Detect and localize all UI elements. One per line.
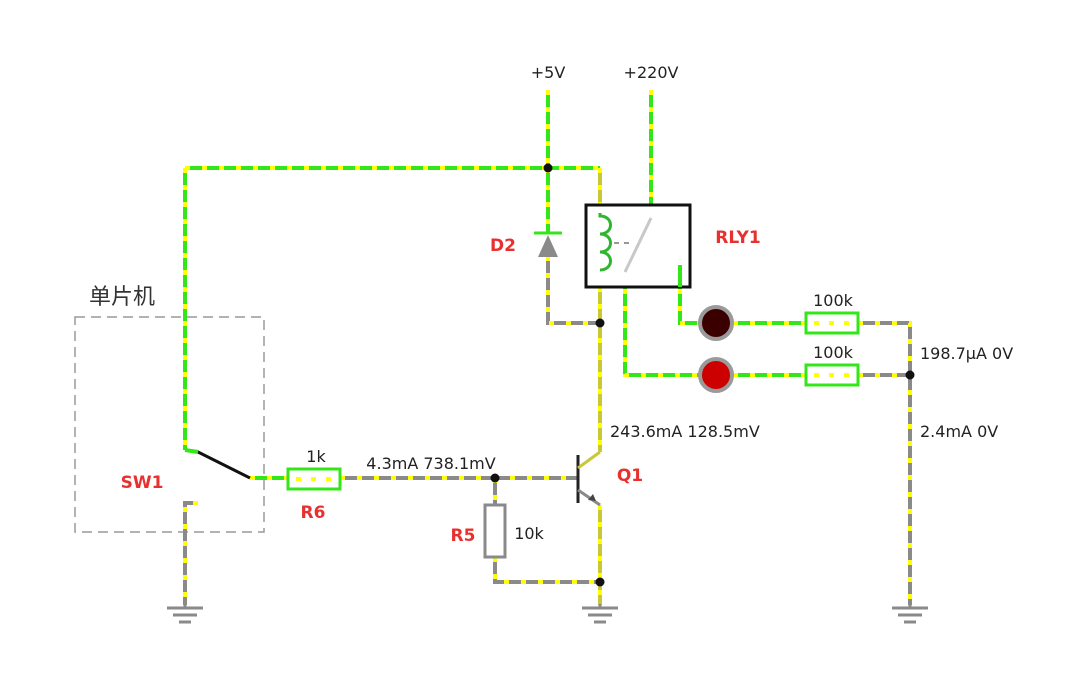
wire-relay-nc-contact-current-dots <box>623 272 699 377</box>
wire-res-top-return-current-dots <box>858 321 912 605</box>
led-top[interactable] <box>698 305 734 341</box>
junction-led-return <box>905 370 915 380</box>
supply-5v-label: +5V <box>531 63 566 82</box>
transistor-collector <box>577 450 601 470</box>
led-resistor-top-value: 100k <box>813 291 854 310</box>
relay-coil <box>598 213 612 272</box>
rly1-label: RLY1 <box>715 228 760 248</box>
ground-icon <box>582 604 618 624</box>
readout-base-branch: 4.3mA 738.1mV <box>366 454 495 473</box>
mcu-box-title: 单片机 <box>89 285 155 310</box>
transistor-q1[interactable] <box>576 450 601 507</box>
relay-rly1[interactable] <box>584 203 692 289</box>
readout-return-wire: 2.4mA 0V <box>920 422 998 441</box>
mcu-dashed-box[interactable] <box>74 316 265 533</box>
readout-collector: 243.6mA 128.5mV <box>610 422 760 441</box>
readout-led-branch: 198.7μA 0V <box>920 344 1013 363</box>
resistor-r5[interactable] <box>483 503 507 559</box>
junction-coil-diode <box>595 318 605 328</box>
led-bottom[interactable] <box>698 357 734 393</box>
wire-r5-bottom-current-dots <box>493 557 600 584</box>
transistor-emitter <box>577 488 601 507</box>
wire-relay-no-contact-current-dots <box>678 272 699 325</box>
diode-d2-triangle[interactable] <box>538 235 558 257</box>
ground-icon <box>892 604 928 624</box>
switch-stub-top <box>184 448 199 454</box>
sw1-label: SW1 <box>121 473 164 493</box>
wire-sw1-ground <box>183 501 198 605</box>
transistor-emitter-arrow <box>588 494 596 501</box>
ground-icon <box>167 604 203 624</box>
led-resistor-bottom-value: 100k <box>813 343 854 362</box>
d2-label: D2 <box>490 236 516 256</box>
switch-sw1[interactable] <box>184 448 251 480</box>
r5-value: 10k <box>514 524 544 543</box>
wire-sw1-ground-current-dots <box>183 501 198 605</box>
junction-base-r5 <box>490 473 500 483</box>
r6-value: 1k <box>306 447 326 466</box>
resistor-r6[interactable] <box>286 467 342 491</box>
wire-res-top-return <box>858 321 912 605</box>
switch-lever[interactable] <box>195 449 251 480</box>
r6-label: R6 <box>301 503 326 523</box>
supply-220v-label: +220V <box>624 63 679 82</box>
junction-emitter-r5 <box>595 577 605 587</box>
junction-top-rail <box>543 163 553 173</box>
resistor-led-top[interactable] <box>804 311 860 335</box>
diode-d2[interactable] <box>534 231 562 257</box>
relay-switch-arm <box>623 217 653 273</box>
wire-d2-anode <box>546 256 600 325</box>
resistor-led-bottom[interactable] <box>804 363 860 387</box>
resistor-r5-body[interactable] <box>483 503 507 559</box>
wire-r5-bottom <box>493 557 600 584</box>
q1-label: Q1 <box>617 466 643 486</box>
r5-label: R5 <box>451 526 476 546</box>
